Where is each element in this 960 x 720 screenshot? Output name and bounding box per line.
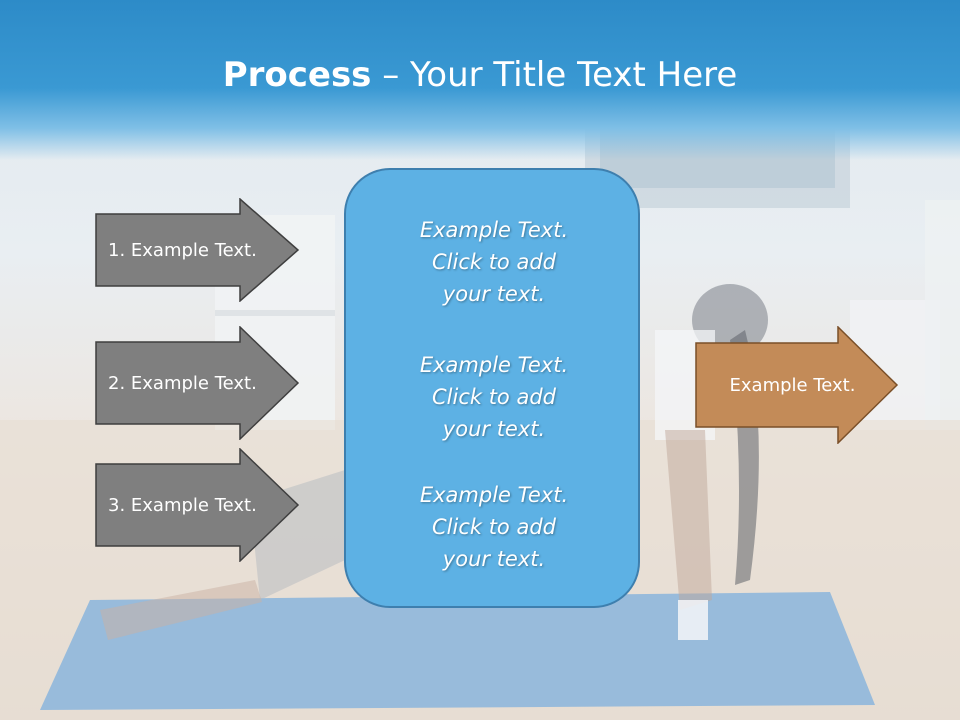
arrow-result-label: Example Text.	[729, 374, 856, 396]
center-block-2-line-2: Click to add	[431, 385, 556, 409]
arrow-result[interactable]: Example Text.	[695, 326, 900, 444]
title-rest: – Your Title Text Here	[371, 55, 738, 95]
arrow-step-2[interactable]: 2. Example Text.	[95, 326, 300, 440]
slide-title: Process – Your Title Text Here	[0, 52, 960, 98]
arrow-step-3[interactable]: 3. Example Text.	[95, 448, 300, 562]
arrow-step-1[interactable]: 1. Example Text.	[95, 198, 300, 302]
center-block-3: Example Text. Click to add your text.	[346, 479, 642, 575]
center-block-2-line-1: Example Text.	[419, 353, 569, 377]
center-block-3-line-2: Click to add	[431, 515, 556, 539]
center-block-3-line-3: your text.	[442, 547, 546, 571]
center-block-1: Example Text. Click to add your text.	[346, 214, 642, 310]
center-text-box[interactable]: Example Text. Click to add your text. Ex…	[344, 168, 640, 608]
center-block-1-line-2: Click to add	[431, 250, 556, 274]
title-bar	[0, 0, 960, 160]
center-block-2: Example Text. Click to add your text.	[346, 349, 642, 445]
center-block-2-line-3: your text.	[442, 417, 546, 441]
arrow-step-1-label: 1. Example Text.	[108, 239, 257, 261]
title-bold: Process	[222, 55, 372, 95]
arrow-step-3-label: 3. Example Text.	[108, 494, 257, 516]
center-block-1-line-1: Example Text.	[419, 218, 569, 242]
center-block-1-line-3: your text.	[442, 282, 546, 306]
center-block-3-line-1: Example Text.	[419, 483, 569, 507]
arrow-step-2-label: 2. Example Text.	[108, 372, 257, 394]
